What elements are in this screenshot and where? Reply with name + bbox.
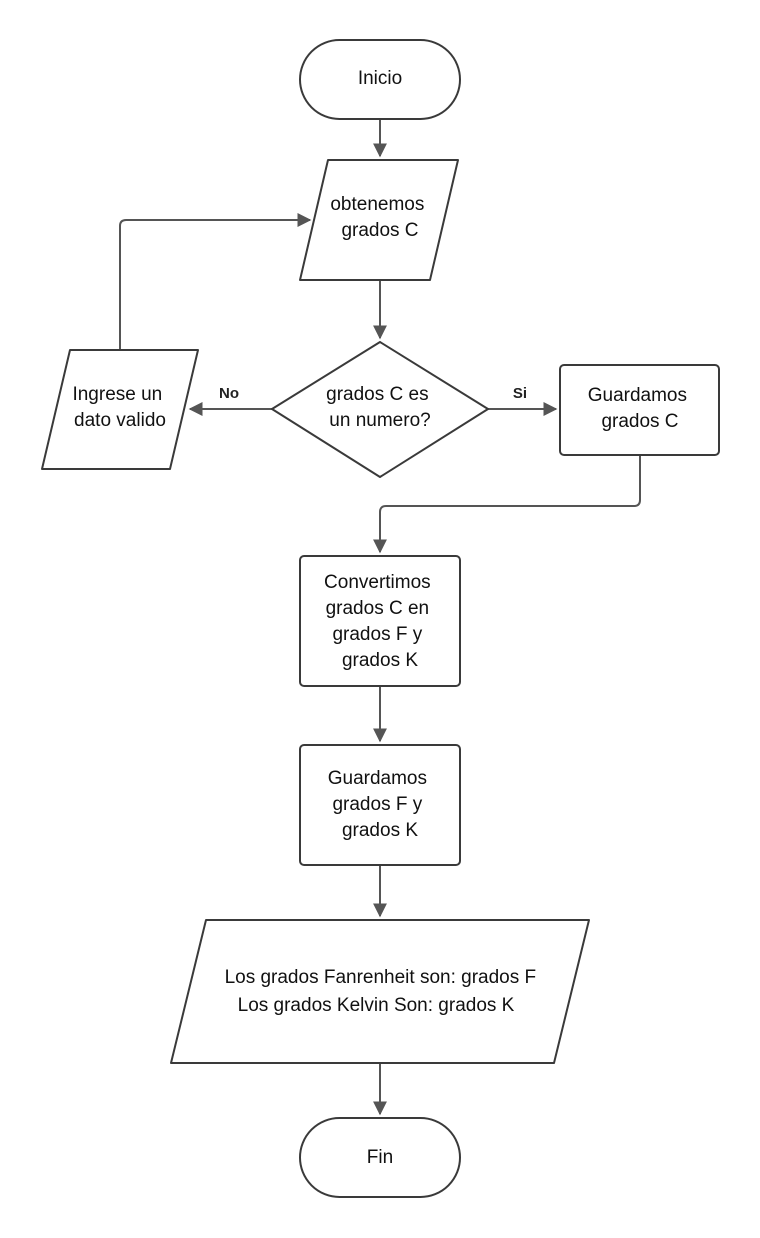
end-terminal: Fin: [299, 1117, 461, 1198]
output-node: Los grados Fanrenheit son: grados F Los …: [170, 919, 590, 1064]
convert-label: Convertimos grados C en grados F y grado…: [324, 572, 436, 671]
edge-label-no: No: [219, 385, 239, 402]
retry-label: Ingrese un dato valido: [72, 384, 167, 431]
edge-label-si: Si: [513, 385, 527, 402]
start-label: Inicio: [358, 68, 402, 89]
output-label: Los grados Fanrenheit son: grados F Los …: [225, 967, 542, 1016]
store-c-node: Guardamos grados C: [559, 364, 720, 456]
decision-label: grados C es un numero?: [326, 384, 434, 431]
store-fk-node: Guardamos grados F y grados K: [299, 744, 461, 866]
end-label: Fin: [367, 1147, 393, 1168]
decision-node: grados C es un numero?: [271, 341, 489, 478]
convert-node: Convertimos grados C en grados F y grado…: [299, 555, 461, 687]
input-label: obtenemos grados C: [330, 194, 429, 241]
edge-store-c-to-convert: [373, 455, 641, 554]
input-node: obtenemos grados C: [299, 159, 459, 281]
start-terminal: Inicio: [299, 39, 461, 120]
edge-retry-to-input: [119, 213, 312, 350]
store-c-label: Guardamos grados C: [588, 385, 693, 432]
store-fk-label: Guardamos grados F y grados K: [328, 768, 433, 841]
retry-node: Ingrese un dato valido: [41, 349, 199, 470]
